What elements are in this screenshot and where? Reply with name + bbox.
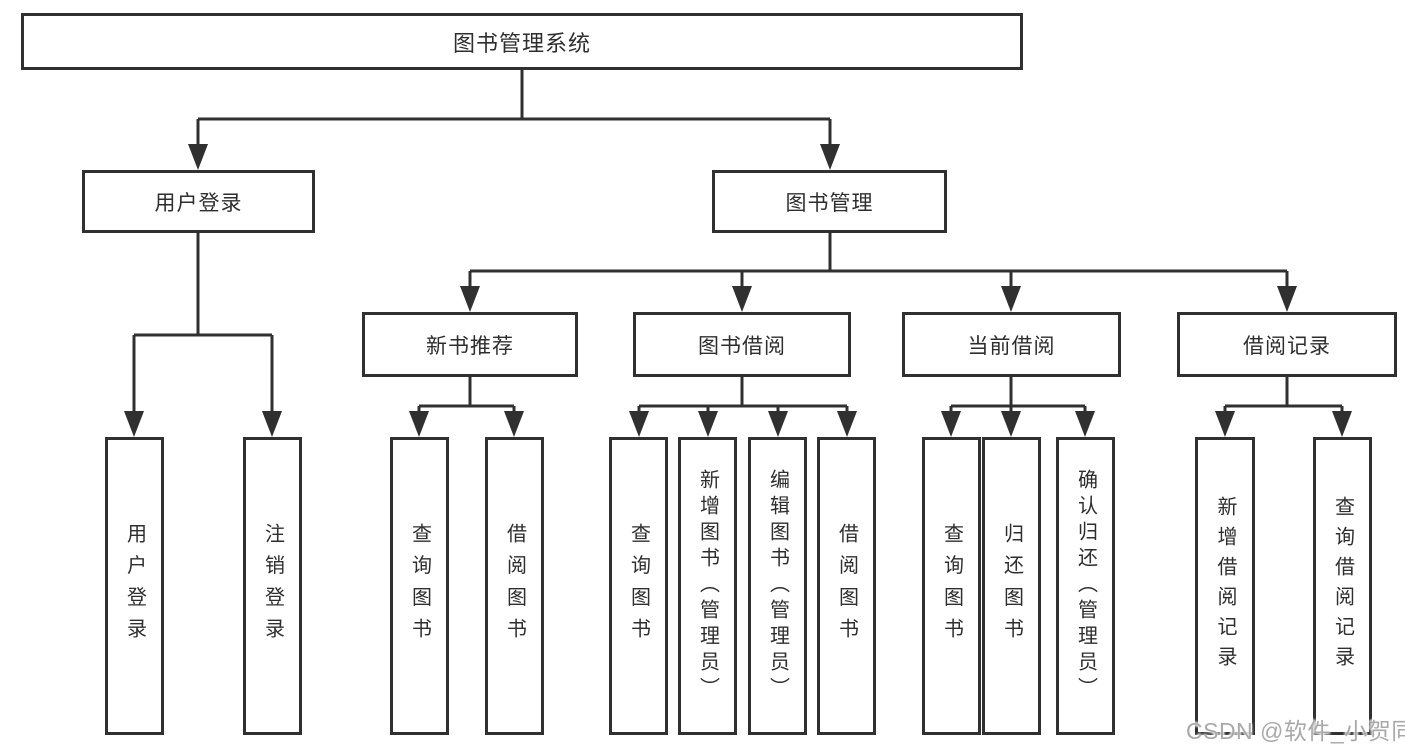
node-book-management-label: 图书管理 xyxy=(785,191,874,215)
leaf-records-add-borrow-record-label: 新增借阅记录 xyxy=(1214,496,1236,676)
leaf-current-confirm-return-admin-label: 确认归还（管理员） xyxy=(1074,469,1097,703)
node-root-system-label: 图书管理系统 xyxy=(452,30,591,56)
leaf-borrowing-add-books-admin-label: 新增图书（管理员） xyxy=(696,469,719,703)
leaf-logout-label: 注销登录 xyxy=(261,522,284,650)
leaf-borrowing-edit-books-admin: 编辑图书（管理员） xyxy=(748,437,807,735)
node-root-system: 图书管理系统 xyxy=(21,13,1023,70)
leaf-records-query-borrow-record: 查询借阅记录 xyxy=(1313,437,1372,735)
node-book-management: 图书管理 xyxy=(712,170,947,233)
leaf-current-query-books-label: 查询图书 xyxy=(940,522,963,650)
leaf-recommend-borrow-books: 借阅图书 xyxy=(485,437,544,735)
leaf-borrowing-query-books: 查询图书 xyxy=(609,437,668,735)
leaf-borrowing-add-books-admin: 新增图书（管理员） xyxy=(678,437,737,735)
node-new-book-recommend-label: 新书推荐 xyxy=(426,334,514,358)
leaf-records-add-borrow-record: 新增借阅记录 xyxy=(1195,437,1255,735)
node-book-borrowing-label: 图书借阅 xyxy=(698,334,786,358)
node-current-borrowing: 当前借阅 xyxy=(902,312,1121,377)
node-current-borrowing-label: 当前借阅 xyxy=(967,334,1056,358)
node-book-borrowing: 图书借阅 xyxy=(633,312,851,377)
leaf-user-login: 用户登录 xyxy=(105,437,164,735)
leaf-borrowing-query-books-label: 查询图书 xyxy=(627,522,650,650)
node-new-book-recommend: 新书推荐 xyxy=(362,312,578,377)
leaf-recommend-borrow-books-label: 借阅图书 xyxy=(503,522,526,650)
leaf-borrowing-borrow-books: 借阅图书 xyxy=(817,437,876,735)
leaf-logout: 注销登录 xyxy=(243,437,302,735)
csdn-watermark: CSDN @软件_小贺同学 xyxy=(1186,718,1405,744)
leaf-current-confirm-return-admin: 确认归还（管理员） xyxy=(1056,437,1115,735)
node-user-login-label: 用户登录 xyxy=(154,191,243,215)
node-borrowing-records: 借阅记录 xyxy=(1177,312,1397,377)
arrowheads xyxy=(124,144,1352,437)
leaf-borrowing-edit-books-admin-label: 编辑图书（管理员） xyxy=(766,469,789,703)
leaf-borrowing-borrow-books-label: 借阅图书 xyxy=(835,522,858,650)
leaf-records-query-borrow-record-label: 查询借阅记录 xyxy=(1331,496,1354,676)
node-borrowing-records-label: 借阅记录 xyxy=(1243,334,1331,358)
leaf-current-query-books: 查询图书 xyxy=(922,437,981,735)
leaf-current-return-books: 归还图书 xyxy=(982,437,1041,735)
leaf-current-return-books-label: 归还图书 xyxy=(1000,522,1023,650)
leaf-recommend-query-books-label: 查询图书 xyxy=(408,522,431,650)
connector-lines xyxy=(132,70,1344,413)
leaf-recommend-query-books: 查询图书 xyxy=(390,437,449,735)
leaf-user-login-label: 用户登录 xyxy=(123,522,146,650)
node-user-login: 用户登录 xyxy=(82,170,315,233)
